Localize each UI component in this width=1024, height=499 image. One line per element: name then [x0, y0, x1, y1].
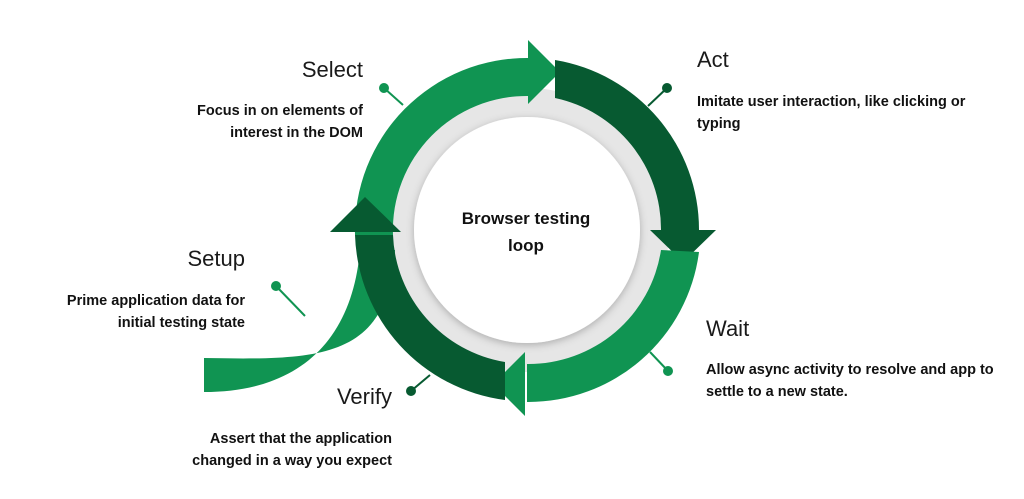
setup-desc-line: Prime application data for	[66, 293, 245, 309]
setup-desc-line: initial testing state	[117, 315, 245, 331]
center-disk	[414, 117, 640, 343]
wait-arc	[527, 250, 699, 403]
select-arc	[354, 57, 530, 235]
verify-desc-line: changed in a way you expect	[192, 453, 392, 469]
verify-title: Verify	[336, 384, 392, 409]
select-desc: Focus in on elements of interest in the …	[197, 100, 363, 144]
act-title: Act	[697, 47, 729, 72]
act-arc	[555, 60, 700, 230]
center-title: Browser testing loop	[426, 205, 626, 259]
select-desc-line: Focus in on elements of	[197, 103, 363, 119]
wait-title: Wait	[706, 316, 750, 341]
act-desc: Imitate user interaction, like clicking …	[697, 91, 965, 135]
act-arrowhead	[650, 230, 716, 262]
verify-arc	[355, 235, 505, 400]
center-title-line1: Browser testing	[461, 209, 591, 228]
connectors	[271, 83, 673, 376]
verify-desc: Assert that the application changed in a…	[192, 428, 392, 472]
wait-desc-line: settle to a new state.	[706, 384, 848, 400]
act-desc-line: typing	[697, 116, 741, 132]
center-title-line2: loop	[508, 236, 544, 255]
wait-arrowhead	[493, 352, 525, 416]
connectors-dark	[406, 83, 672, 396]
wait-desc-line: Allow async activity to resolve and app …	[706, 362, 994, 378]
verify-arrowhead	[330, 197, 401, 232]
select-arrowhead	[528, 40, 560, 104]
act-desc-line: Imitate user interaction, like clicking …	[697, 94, 966, 110]
setup-title: Setup	[187, 246, 246, 271]
select-title: Select	[301, 57, 363, 82]
verify-desc-line: Assert that the application	[209, 431, 392, 447]
wait-desc: Allow async activity to resolve and app …	[706, 359, 994, 403]
setup-desc: Prime application data for initial testi…	[67, 290, 245, 334]
select-desc-line: interest in the DOM	[230, 125, 363, 141]
